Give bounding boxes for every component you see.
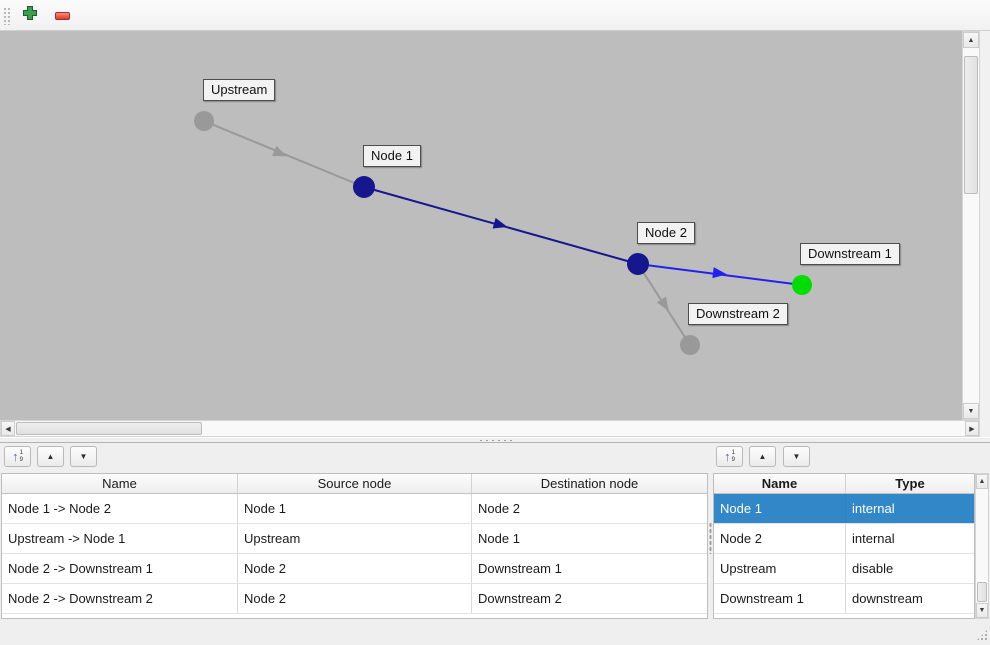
scroll-thumb[interactable] (977, 582, 987, 602)
minus-icon (54, 11, 70, 20)
table-row[interactable]: Downstream 1 downstream (714, 584, 974, 614)
edges-table: Name Source node Destination node Node 1… (1, 473, 708, 619)
column-header-name[interactable]: Name (2, 474, 238, 493)
add-button[interactable] (19, 5, 41, 26)
cell-name[interactable]: Node 2 -> Downstream 2 (2, 584, 238, 613)
cell-destination[interactable]: Node 1 (478, 531, 520, 546)
triangle-down-icon: ▼ (79, 452, 88, 461)
splitter-grip-icon (709, 522, 712, 554)
cell-name[interactable]: Node 2 (714, 524, 846, 553)
scroll-up-button[interactable]: ▲ (976, 474, 988, 489)
graph-node-node1[interactable] (353, 176, 375, 198)
nodes-move-down-button[interactable]: ▼ (783, 446, 810, 467)
graph-edge-upstream-node1[interactable] (203, 120, 365, 188)
graph-node-node2[interactable] (627, 253, 649, 275)
cell-name[interactable]: Upstream -> Node 1 (2, 524, 238, 553)
table-row[interactable]: Node 2 -> Downstream 2 Node 2 Downstream… (2, 584, 707, 614)
scroll-up-button[interactable]: ▲ (963, 32, 979, 48)
triangle-up-icon: ▲ (758, 452, 767, 461)
node-label-upstream[interactable]: Upstream (203, 79, 276, 101)
triangle-down-icon: ▼ (792, 452, 801, 461)
cell-name[interactable]: Node 1 (714, 494, 846, 523)
column-header-source[interactable]: Source node (238, 474, 472, 493)
scroll-thumb[interactable] (16, 422, 202, 435)
cell-name[interactable]: Node 2 -> Downstream 1 (2, 554, 238, 583)
nodes-table-header: Name Type (714, 474, 974, 494)
table-row[interactable]: Upstream disable (714, 554, 974, 584)
cell-type[interactable]: internal (852, 531, 895, 546)
cell-name[interactable]: Downstream 1 (714, 584, 846, 613)
nodes-table: Name Type Node 1 internal Node 2 interna… (713, 473, 975, 619)
edges-move-up-button[interactable]: ▲ (37, 446, 64, 467)
edge-arrow-icon (492, 217, 508, 229)
column-header-type[interactable]: Type (895, 476, 925, 491)
scroll-thumb[interactable] (964, 56, 978, 194)
column-header-name[interactable]: Name (714, 474, 846, 493)
cell-name[interactable]: Node 1 -> Node 2 (2, 494, 238, 523)
table-row[interactable]: Node 2 internal (714, 524, 974, 554)
cell-source[interactable]: Upstream (238, 524, 472, 553)
edges-table-header: Name Source node Destination node (2, 474, 707, 494)
graph-edge-node1-node2[interactable] (363, 186, 639, 265)
edge-arrow-icon (656, 296, 669, 312)
right-gutter (980, 31, 990, 437)
table-row[interactable]: Node 1 -> Node 2 Node 1 Node 2 (2, 494, 707, 524)
node-label-downstream2[interactable]: Downstream 2 (688, 303, 788, 325)
nodes-table-vertical-scrollbar[interactable]: ▲ ▼ (975, 473, 989, 619)
toolbar-drag-handle[interactable] (3, 7, 11, 25)
remove-button[interactable] (51, 5, 73, 26)
window-resize-grip-icon[interactable] (976, 629, 988, 641)
scroll-right-button[interactable]: ▶ (965, 421, 979, 436)
graph-edge-node2-downstream1[interactable] (637, 263, 803, 286)
cell-destination[interactable]: Downstream 2 (478, 591, 562, 606)
table-row[interactable]: Node 2 -> Downstream 1 Node 2 Downstream… (2, 554, 707, 584)
vertical-splitter[interactable] (709, 444, 713, 645)
node-label-downstream1[interactable]: Downstream 1 (800, 243, 900, 265)
cell-type[interactable]: disable (852, 561, 894, 576)
canvas-horizontal-scrollbar[interactable]: ◀ ▶ (0, 420, 980, 437)
node-label-node1[interactable]: Node 1 (363, 145, 421, 167)
cell-source[interactable]: Node 2 (238, 554, 472, 583)
table-row[interactable]: Upstream -> Node 1 Upstream Node 1 (2, 524, 707, 554)
scroll-down-button[interactable]: ▼ (976, 603, 988, 618)
nodes-move-up-button[interactable]: ▲ (749, 446, 776, 467)
graph-node-downstream2[interactable] (680, 335, 700, 355)
graph-panel: Upstream Node 1 Node 2 Downstream 1 Down… (0, 31, 980, 437)
graph-edge-node2-downstream2[interactable] (637, 263, 691, 346)
scroll-left-button[interactable]: ◀ (1, 421, 15, 436)
triangle-up-icon: ▲ (46, 452, 55, 461)
edges-move-down-button[interactable]: ▼ (70, 446, 97, 467)
node-label-node2[interactable]: Node 2 (637, 222, 695, 244)
horizontal-splitter[interactable] (0, 437, 990, 443)
graph-canvas[interactable]: Upstream Node 1 Node 2 Downstream 1 Down… (0, 31, 962, 420)
plus-icon (22, 5, 38, 26)
edge-arrow-icon (272, 145, 288, 157)
main-toolbar (0, 0, 990, 31)
scroll-down-button[interactable]: ▼ (963, 403, 979, 419)
cell-type[interactable]: downstream (852, 591, 923, 606)
cell-source[interactable]: Node 2 (238, 584, 472, 613)
cell-name[interactable]: Upstream (714, 554, 846, 583)
cell-type[interactable]: internal (852, 501, 895, 516)
cell-destination[interactable]: Node 2 (478, 501, 520, 516)
splitter-grip-icon (478, 439, 512, 442)
cell-source[interactable]: Node 1 (238, 494, 472, 523)
edge-arrow-icon (712, 267, 727, 279)
canvas-vertical-scrollbar[interactable]: ▲ ▼ (962, 31, 980, 420)
graph-node-downstream1[interactable] (792, 275, 812, 295)
graph-node-upstream[interactable] (194, 111, 214, 131)
column-header-destination[interactable]: Destination node (540, 476, 639, 491)
cell-destination[interactable]: Downstream 1 (478, 561, 562, 576)
table-row-selected[interactable]: Node 1 internal (714, 494, 974, 524)
